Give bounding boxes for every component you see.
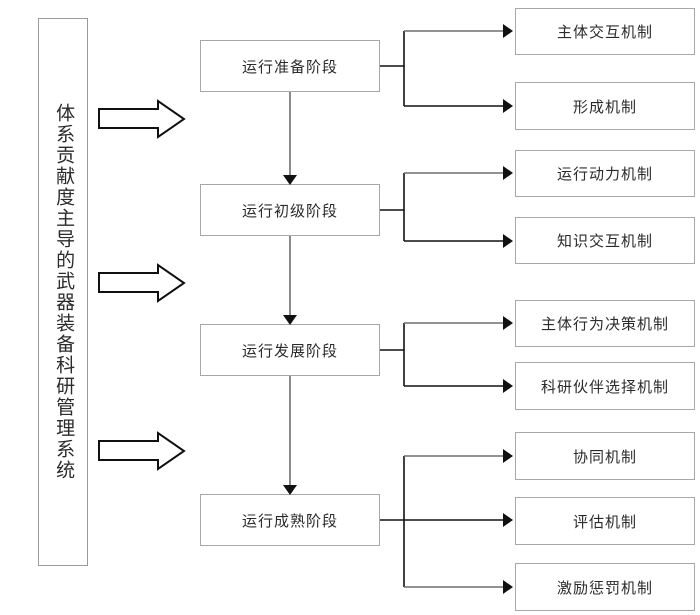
- stage-box-3[interactable]: 运行发展阶段: [200, 324, 380, 376]
- mechanism-box-2[interactable]: 形成机制: [515, 82, 695, 130]
- stage-connector-1-2: [283, 92, 297, 185]
- mechanism-box-7[interactable]: 协同机制: [515, 432, 695, 480]
- branch-stage-4: [380, 449, 513, 594]
- branch-stage-3: [380, 316, 513, 393]
- block-arrow-1-icon: [98, 99, 186, 139]
- mechanism-box-9[interactable]: 激励惩罚机制: [515, 563, 695, 611]
- block-arrow-2-icon: [98, 263, 186, 303]
- branch-stage-1: [380, 24, 513, 113]
- mechanism-box-1[interactable]: 主体交互机制: [515, 8, 695, 55]
- system-title-box: 体系贡献度主导的武器装备科研管理系统: [38, 18, 88, 566]
- stage-connector-3-4: [283, 376, 297, 495]
- branch-stage-2: [380, 166, 513, 248]
- mechanism-box-8[interactable]: 评估机制: [515, 497, 695, 545]
- mechanism-box-6[interactable]: 科研伙伴选择机制: [515, 362, 695, 410]
- stage-box-4[interactable]: 运行成熟阶段: [200, 494, 380, 546]
- mechanism-box-4[interactable]: 知识交互机制: [515, 217, 695, 264]
- stage-box-2[interactable]: 运行初级阶段: [200, 184, 380, 236]
- block-arrow-3-icon: [98, 431, 186, 471]
- mechanism-box-3[interactable]: 运行动力机制: [515, 150, 695, 197]
- mechanism-box-5[interactable]: 主体行为决策机制: [515, 300, 695, 347]
- stage-box-1[interactable]: 运行准备阶段: [200, 40, 380, 92]
- system-title-text: 体系贡献度主导的武器装备科研管理系统: [53, 103, 75, 481]
- stage-connector-2-3: [283, 236, 297, 325]
